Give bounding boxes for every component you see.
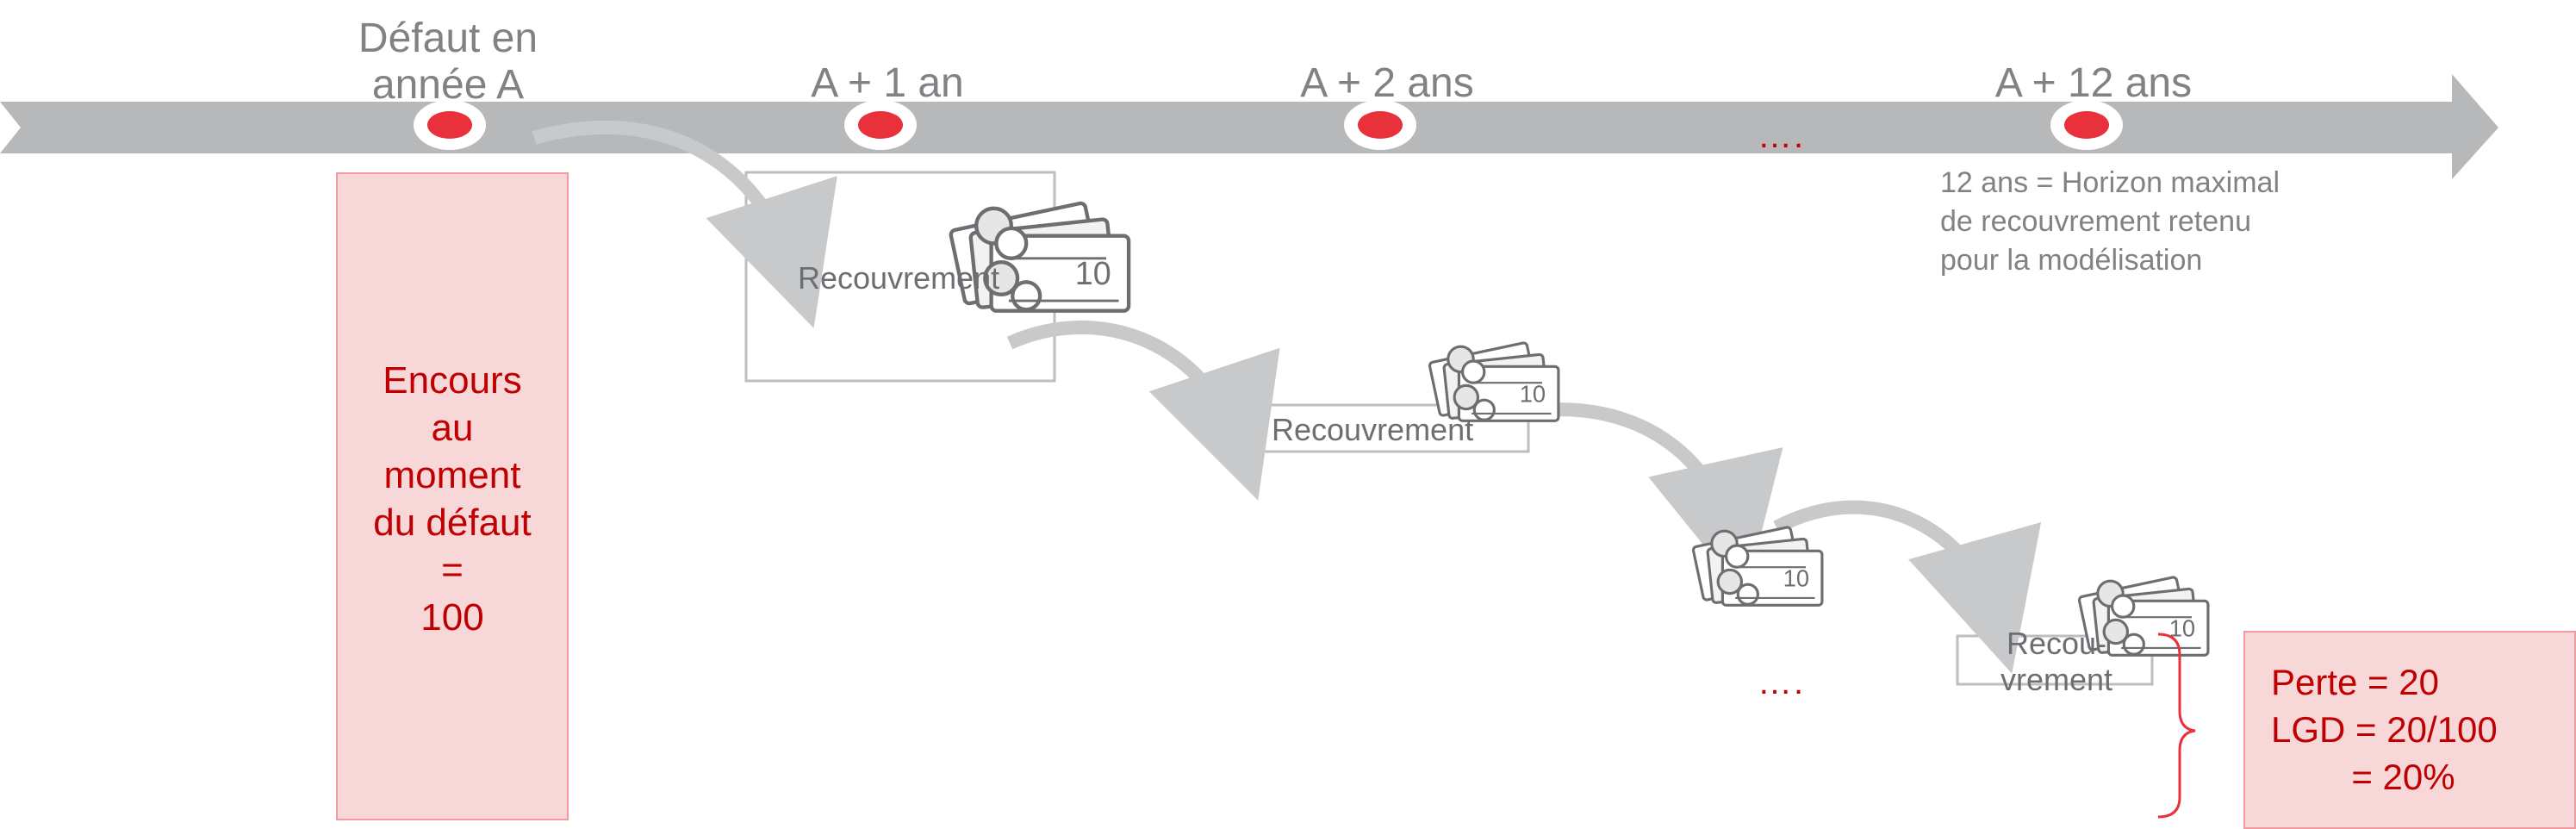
milestone-marker-defaut xyxy=(414,100,486,150)
curved-arrow-1 xyxy=(532,120,837,328)
ellipsis-top: …. xyxy=(1758,117,1806,155)
result-brace xyxy=(2157,633,2196,819)
milestone-marker-a1 xyxy=(844,100,917,150)
milestone-label-a2: A + 2 ans xyxy=(1300,60,1474,106)
curved-arrow-2 xyxy=(1006,320,1280,501)
milestone-label-defaut: Défaut en année A xyxy=(358,16,538,108)
curved-arrow-3 xyxy=(1525,402,1783,597)
recovery-label-1: Recouvrement xyxy=(798,260,1000,296)
money-icon-3 xyxy=(1691,525,1824,607)
recovery-label-3: Recou- vrement xyxy=(2000,626,2113,697)
milestone-label-a12: A + 12 ans xyxy=(1994,60,2193,106)
curved-arrow-4 xyxy=(1773,500,2042,674)
result-text: Perte = 20 LGD = 20/100 = 20% xyxy=(2271,662,2498,797)
encours-text: Encours au moment du défaut = 100 xyxy=(373,359,532,639)
milestone-label-a1: A + 1 an xyxy=(811,60,964,106)
recovery-label-2: Recouvrement xyxy=(1272,412,1474,447)
horizon-note: 12 ans = Horizon maximal de recouvrement… xyxy=(1940,166,2280,277)
timeline-arrow xyxy=(0,74,2498,179)
money-icon-2 xyxy=(1428,340,1560,422)
encours-box: Encours au moment du défaut = 100 xyxy=(336,172,569,820)
ellipsis-bottom: …. xyxy=(1758,664,1806,701)
result-box: Perte = 20 LGD = 20/100 = 20% xyxy=(2243,631,2576,829)
milestone-marker-a2 xyxy=(1344,100,1416,150)
milestone-marker-a12 xyxy=(2050,100,2123,150)
